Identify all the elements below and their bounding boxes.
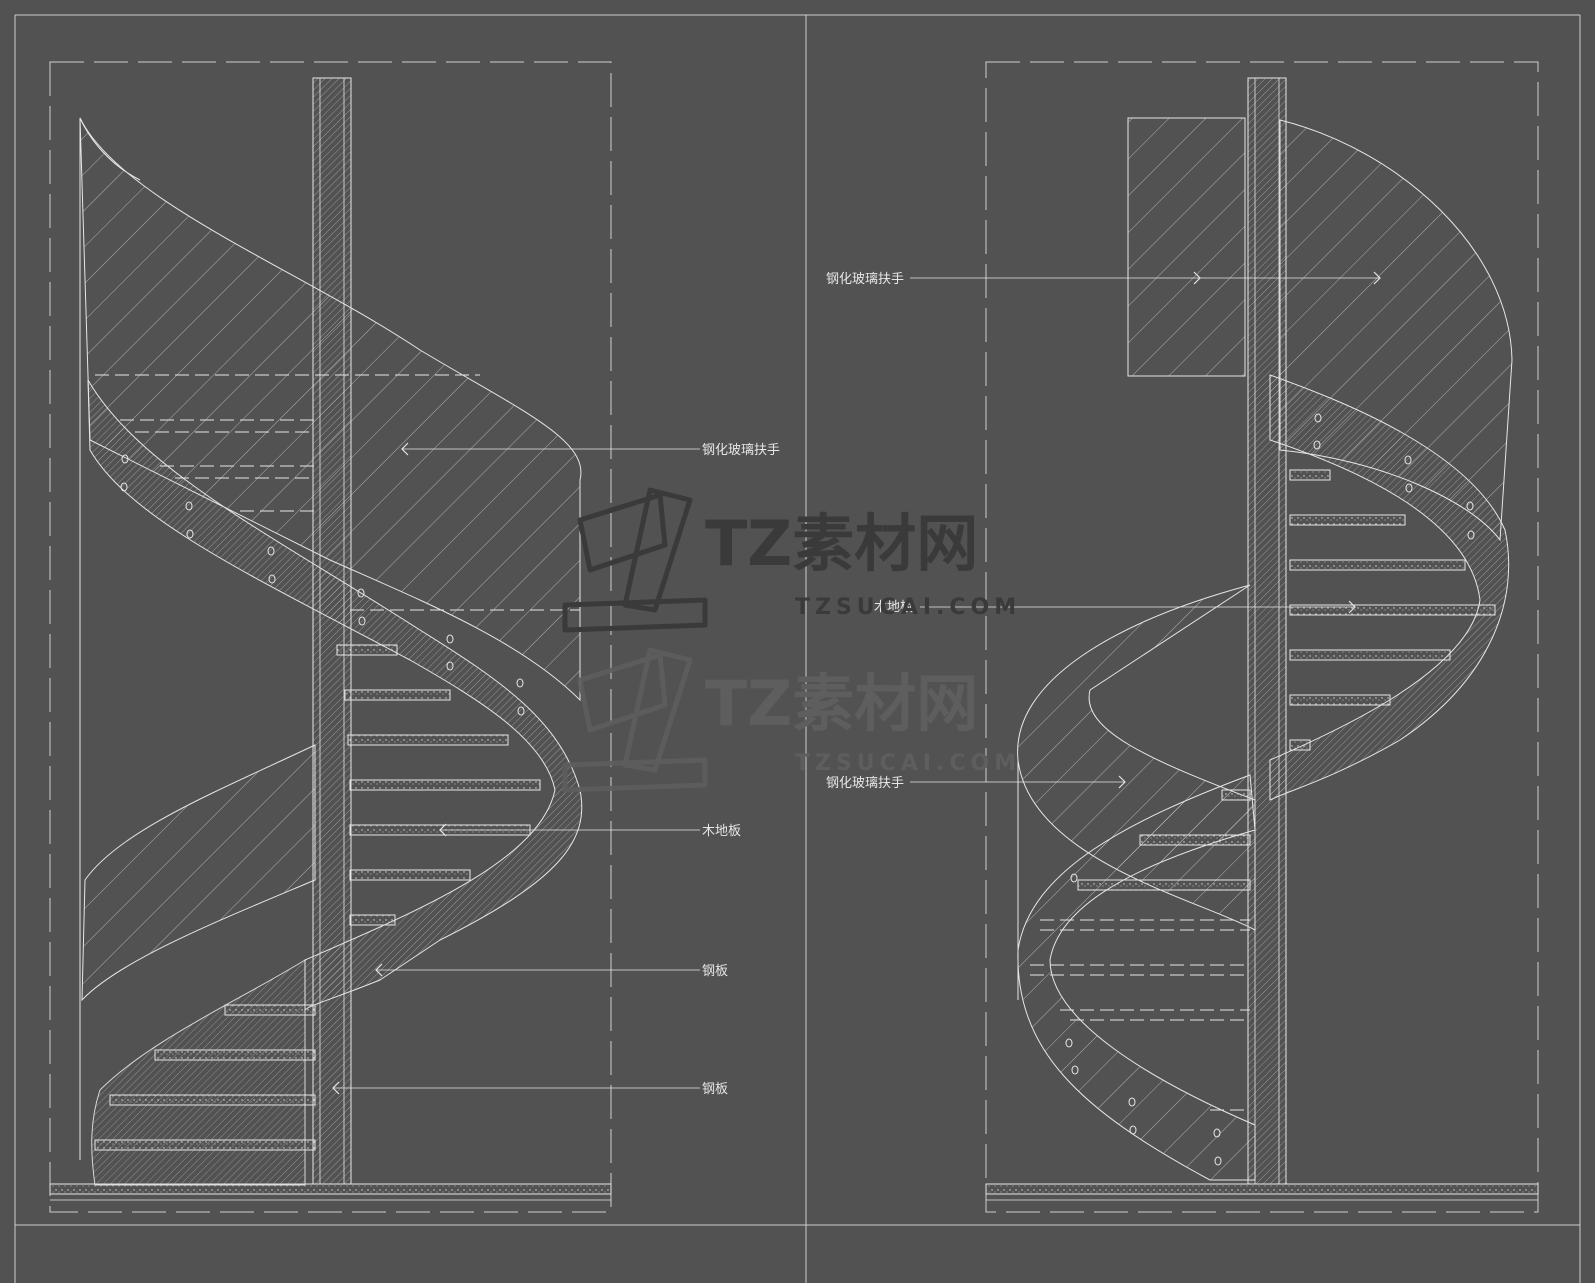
tread bbox=[349, 869, 471, 881]
left-steel-stringer-lower bbox=[91, 959, 306, 1186]
left-floor-slab bbox=[49, 1183, 612, 1201]
right-glass-panel-top bbox=[1127, 117, 1246, 377]
left-handrail-outline bbox=[79, 117, 141, 1160]
left-annotation-steel-2: 钢板 bbox=[332, 1081, 728, 1097]
label-wood-floor: 木地板 bbox=[874, 600, 913, 615]
right-stringer-bolt-holes bbox=[1065, 413, 1475, 1166]
label-steel-plate: 钢板 bbox=[702, 1082, 728, 1097]
tread bbox=[224, 1004, 316, 1016]
tread bbox=[1289, 469, 1331, 481]
tread bbox=[1289, 604, 1496, 616]
leader-arrow-icon bbox=[1373, 271, 1381, 285]
label-glass-handrail: 钢化玻璃扶手 bbox=[826, 776, 904, 791]
tz-logo-icon bbox=[562, 647, 708, 793]
leader-arrow-icon bbox=[1348, 600, 1356, 614]
watermark-text-cn: TZ素材网 bbox=[705, 667, 978, 740]
tread bbox=[349, 914, 396, 926]
right-floor-slab bbox=[985, 1183, 1539, 1201]
tread bbox=[347, 734, 509, 746]
tread bbox=[1289, 694, 1391, 706]
sheet-frame bbox=[14, 14, 1581, 1283]
tread bbox=[1077, 879, 1251, 891]
right-elevation: 钢化玻璃扶手 木地板 钢化玻璃扶手 bbox=[826, 61, 1539, 1213]
right-wood-treads bbox=[1077, 469, 1496, 891]
tread bbox=[1289, 514, 1406, 526]
watermark-text-en: TZSUCAI.COM bbox=[795, 751, 1021, 776]
left-annotation-steel-1: 钢板 bbox=[375, 963, 728, 979]
left-stringer-bolt-holes bbox=[120, 454, 525, 716]
watermark: TZ素材网 TZSUCAI.COM TZ素材网 TZSUCAI.COM bbox=[562, 487, 1021, 793]
tread bbox=[349, 779, 541, 791]
leader-arrow-icon bbox=[1118, 775, 1126, 789]
watermark-text-cn: TZ素材网 bbox=[705, 507, 978, 580]
right-glass-panel-lower bbox=[1017, 584, 1256, 931]
leader-arrow-icon bbox=[1193, 271, 1201, 285]
tread bbox=[1289, 739, 1311, 751]
right-annotation-glass-top: 钢化玻璃扶手 bbox=[826, 271, 1381, 287]
tread bbox=[109, 1094, 316, 1106]
label-glass-handrail: 钢化玻璃扶手 bbox=[826, 272, 904, 287]
label-steel-plate: 钢板 bbox=[702, 964, 728, 979]
tread bbox=[154, 1049, 316, 1061]
left-annotation-glass: 钢化玻璃扶手 bbox=[401, 442, 780, 458]
tread bbox=[94, 1139, 316, 1151]
tread bbox=[1139, 834, 1251, 846]
tz-logo-icon bbox=[562, 487, 708, 633]
left-annotation-wood: 木地板 bbox=[439, 823, 741, 839]
label-glass-handrail: 钢化玻璃扶手 bbox=[702, 443, 780, 458]
tread bbox=[1221, 789, 1251, 801]
left-glass-panel-lower bbox=[81, 744, 316, 1002]
right-hidden-treads bbox=[1030, 919, 1250, 1111]
tread bbox=[344, 689, 451, 701]
right-central-column bbox=[1247, 77, 1287, 1185]
right-dashed-boundary bbox=[985, 61, 1539, 1213]
label-wood-floor: 木地板 bbox=[702, 824, 741, 839]
right-steel-stringer-upper bbox=[1269, 374, 1510, 801]
left-central-column bbox=[312, 77, 352, 1185]
left-elevation: 钢化玻璃扶手 木地板 钢板 钢板 bbox=[49, 61, 780, 1213]
right-annotation-wood: 木地板 bbox=[874, 600, 1356, 615]
watermark-text-en: TZSUCAI.COM bbox=[795, 595, 1021, 620]
tread bbox=[1289, 649, 1451, 661]
right-annotation-glass-bottom: 钢化玻璃扶手 bbox=[826, 775, 1126, 791]
tread bbox=[1289, 559, 1466, 571]
left-dashed-boundary bbox=[49, 61, 612, 1213]
left-hidden-treads bbox=[95, 374, 580, 611]
